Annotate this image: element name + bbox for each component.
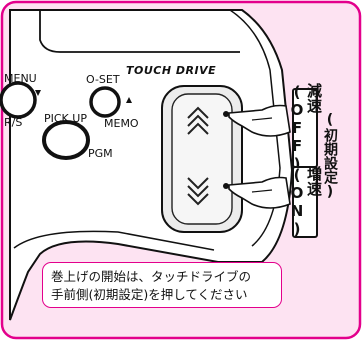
memo-label: MEMO: [104, 117, 139, 130]
pickup-button: [42, 120, 90, 160]
menu-button: [0, 81, 37, 119]
touch-drive-logo: TOUCH DRIVE: [126, 64, 217, 77]
pointing-hand-upper-icon: [223, 104, 291, 137]
menu-label: MENU: [4, 72, 37, 85]
increase-chevron-icon: [187, 106, 209, 135]
menu-down-arrow: [35, 90, 41, 96]
oset-label: O-SET: [86, 73, 120, 86]
pointing-hand-lower-icon: [223, 176, 291, 209]
oset-up-arrow: [126, 97, 132, 103]
decrease-chevron-icon: [187, 177, 209, 206]
pgm-label: PGM: [88, 147, 113, 160]
note-line-2: 手前側(初期設定)を押してください: [51, 287, 248, 302]
decelerate-callout: 減速(OFF): [288, 83, 323, 173]
pickup-label: PICK UP: [44, 112, 87, 125]
instruction-note: 巻上げの開始は、タッチドライブの 手前側(初期設定)を押してください: [42, 262, 282, 308]
rs-label: R/S: [4, 116, 23, 129]
initial-setting-label: (初期設定): [322, 112, 338, 200]
accelerate-callout: 増速(ON): [288, 166, 323, 238]
note-line-1: 巻上げの開始は、タッチドライブの: [51, 269, 252, 284]
oset-button: [89, 86, 121, 118]
